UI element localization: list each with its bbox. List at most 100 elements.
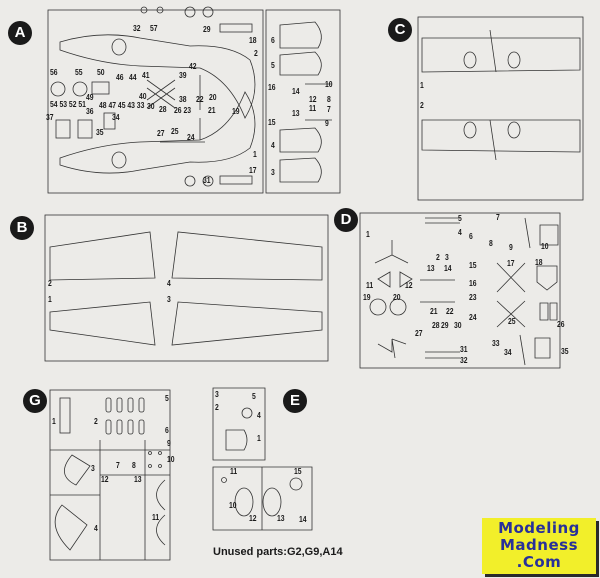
sprue-d-frame xyxy=(359,212,561,369)
part-label-a: 16 xyxy=(268,83,276,92)
sprue-b-frame xyxy=(44,214,329,362)
part-label-a: 32 xyxy=(133,24,141,33)
part-label-g: 8 xyxy=(132,461,136,470)
part-label-d: 28 xyxy=(432,321,440,330)
part-label-d: 16 xyxy=(469,279,477,288)
part-label-d: 31 xyxy=(460,345,468,354)
logo-line-3: .Com xyxy=(516,553,562,571)
part-label-d: 13 xyxy=(427,264,435,273)
part-label-a: 25 xyxy=(171,127,179,136)
part-label-a: 24 xyxy=(187,133,195,142)
part-label-d: 9 xyxy=(509,243,513,252)
part-label-g: 10 xyxy=(167,455,175,464)
part-label-d: 17 xyxy=(507,259,515,268)
part-label-a: 57 xyxy=(150,24,158,33)
part-label-d: 21 xyxy=(430,307,438,316)
modeling-madness-logo: Modeling Madness .Com xyxy=(482,518,596,574)
part-label-d: 20 xyxy=(393,293,401,302)
part-label-d: 15 xyxy=(469,261,477,270)
part-label-a: 31 xyxy=(203,176,211,185)
part-label-e: 3 xyxy=(215,390,219,399)
part-label-a: 8 xyxy=(327,95,331,104)
part-label-d: 11 xyxy=(366,281,374,290)
part-label-a: 9 xyxy=(325,119,329,128)
part-label-c: 2 xyxy=(420,101,424,110)
part-label-e: 15 xyxy=(294,467,302,476)
part-label-d: 6 xyxy=(469,232,473,241)
part-label-g: 1 xyxy=(52,417,56,426)
part-label-a: 40 xyxy=(139,92,147,101)
part-label-a: 7 xyxy=(327,105,331,114)
part-label-g: 2 xyxy=(94,417,98,426)
part-label-d: 22 xyxy=(446,307,454,316)
part-label-d: 10 xyxy=(541,242,549,251)
sprue-a-badge: A xyxy=(8,21,32,45)
part-label-a: 30 xyxy=(147,102,155,111)
part-label-a: 21 xyxy=(208,106,216,115)
part-label-a: 22 xyxy=(196,95,204,104)
part-label-g: 9 xyxy=(167,439,171,448)
part-label-d: 5 xyxy=(458,214,462,223)
part-label-a: 54 53 52 51 xyxy=(50,100,86,109)
part-label-a: 17 xyxy=(249,166,257,175)
part-label-a: 19 xyxy=(232,107,240,116)
part-label-d: 18 xyxy=(535,258,543,267)
part-label-a: 28 xyxy=(159,105,167,114)
part-label-e: 12 xyxy=(249,514,257,523)
part-label-d: 34 xyxy=(504,348,512,357)
logo-line-1: Modeling xyxy=(498,519,580,537)
sprue-e-badge: E xyxy=(283,389,307,413)
part-label-a: 12 xyxy=(309,95,317,104)
sprue-d-badge: D xyxy=(334,208,358,232)
part-label-a: 26 23 xyxy=(174,106,192,115)
part-label-b: 2 xyxy=(48,279,52,288)
part-label-a: 15 xyxy=(268,118,276,127)
part-label-e: 4 xyxy=(257,411,261,420)
part-label-d: 19 xyxy=(363,293,371,302)
part-label-d: 24 xyxy=(469,313,477,322)
part-label-a: 38 xyxy=(179,95,187,104)
part-label-b: 4 xyxy=(167,279,171,288)
part-label-g: 12 xyxy=(101,475,109,484)
part-label-a: 20 xyxy=(209,93,217,102)
part-label-d: 23 xyxy=(469,293,477,302)
part-label-e: 1 xyxy=(257,434,261,443)
logo-line-2: Madness xyxy=(500,536,578,554)
part-label-a: 42 xyxy=(189,62,197,71)
part-label-a: 36 xyxy=(86,107,94,116)
part-label-b: 1 xyxy=(48,295,52,304)
part-label-d: 8 xyxy=(489,239,493,248)
sprue-g-badge: G xyxy=(23,389,47,413)
part-label-a: 5 xyxy=(271,61,275,70)
part-label-a: 4 xyxy=(271,141,275,150)
part-label-g: 13 xyxy=(134,475,142,484)
part-label-g: 5 xyxy=(165,394,169,403)
sprue-e-frame xyxy=(212,387,313,531)
part-label-a: 46 xyxy=(116,73,124,82)
part-label-e: 11 xyxy=(230,467,238,476)
part-label-g: 3 xyxy=(91,464,95,473)
part-label-a: 1 xyxy=(253,150,257,159)
part-label-d: 12 xyxy=(405,281,413,290)
part-label-a: 10 xyxy=(325,80,333,89)
part-label-g: 6 xyxy=(165,426,169,435)
part-label-d: 30 xyxy=(454,321,462,330)
part-label-a: 11 xyxy=(309,104,317,113)
part-label-e: 14 xyxy=(299,515,307,524)
part-label-a: 18 xyxy=(249,36,257,45)
unused-parts-note: Unused parts:G2,G9,A14 xyxy=(213,546,343,558)
part-label-a: 27 xyxy=(157,129,165,138)
part-label-a: 48 47 45 43 33 xyxy=(99,101,145,110)
part-label-a: 34 xyxy=(112,113,120,122)
part-label-d: 2 xyxy=(436,253,440,262)
part-label-d: 3 xyxy=(445,253,449,262)
sprue-a-frame xyxy=(47,6,341,194)
part-label-a: 39 xyxy=(179,71,187,80)
part-label-g: 4 xyxy=(94,524,98,533)
part-label-d: 33 xyxy=(492,339,500,348)
part-label-d: 14 xyxy=(444,264,452,273)
part-label-e: 13 xyxy=(277,514,285,523)
sprue-c-frame xyxy=(417,16,584,201)
part-label-a: 50 xyxy=(97,68,105,77)
